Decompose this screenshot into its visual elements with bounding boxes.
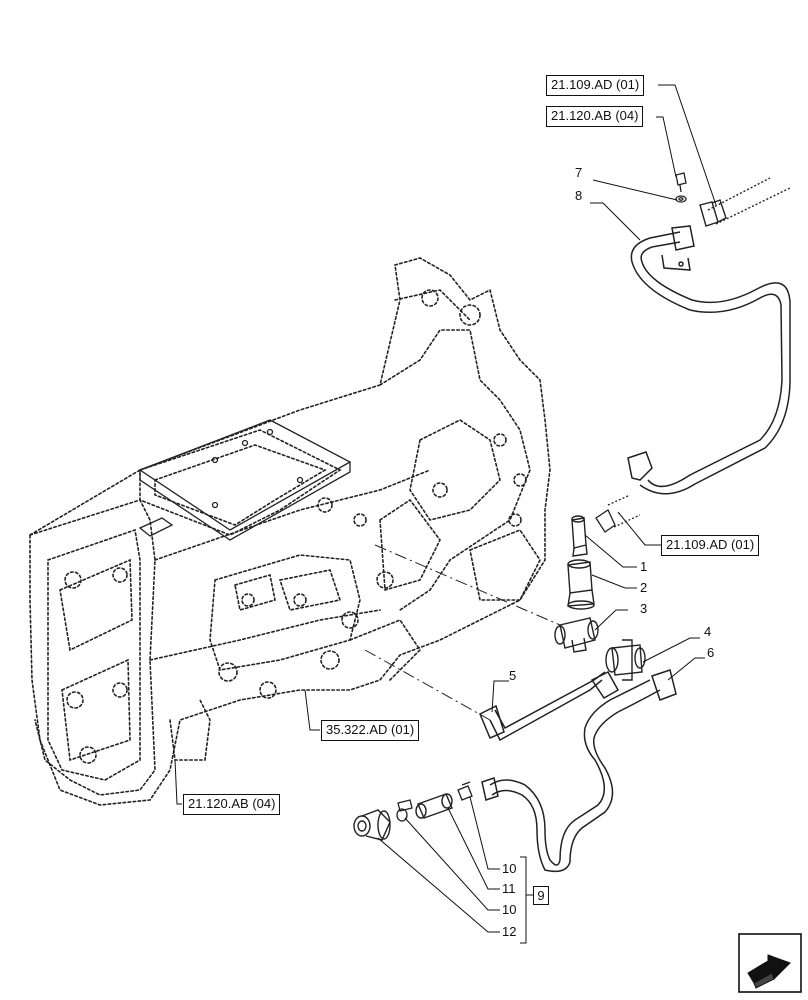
reference-box-21-109-ad-01-top[interactable]: 21.109.AD (01) bbox=[546, 75, 645, 96]
callout-9-boxed: 9 bbox=[533, 886, 549, 905]
transmission-housing bbox=[29, 257, 551, 806]
reference-pipe-middle bbox=[595, 494, 641, 533]
callout-11: 11 bbox=[502, 881, 516, 896]
callout-12: 12 bbox=[502, 924, 517, 939]
fitting-item-2 bbox=[567, 559, 595, 610]
fitting-item-10 bbox=[457, 781, 473, 801]
callout-2: 2 bbox=[640, 580, 648, 595]
callout-3: 3 bbox=[640, 601, 648, 616]
callout-5: 5 bbox=[509, 668, 517, 683]
callout-4: 4 bbox=[704, 624, 712, 639]
tee-fitting-item-3 bbox=[554, 617, 599, 653]
seal-item-10 bbox=[396, 799, 413, 822]
callout-1: 1 bbox=[640, 559, 648, 574]
reference-box-35-322-ad-01[interactable]: 35.322.AD (01) bbox=[321, 720, 420, 741]
center-line-lower bbox=[364, 649, 491, 721]
callout-10-lower: 10 bbox=[502, 902, 517, 917]
callout-8: 8 bbox=[575, 188, 583, 203]
callout-7: 7 bbox=[575, 165, 583, 180]
bolt-item-7 bbox=[675, 172, 687, 203]
hose-coupler-item-12 bbox=[353, 809, 391, 841]
reference-box-21-120-ab-04-bottom[interactable]: 21.120.AB (04) bbox=[183, 794, 281, 815]
adapter-item-11 bbox=[415, 793, 453, 819]
callout-6: 6 bbox=[707, 645, 715, 660]
pipe-item-6 bbox=[481, 669, 677, 873]
reference-box-21-109-ad-01-middle[interactable]: 21.109.AD (01) bbox=[661, 535, 760, 556]
pipe-item-8 bbox=[627, 225, 791, 495]
leader-lines bbox=[174, 84, 717, 944]
pipe-item-5 bbox=[479, 671, 620, 742]
center-line-upper bbox=[374, 544, 561, 626]
tee-fitting-item-4 bbox=[605, 639, 646, 681]
reference-pipe-top bbox=[699, 177, 791, 227]
reference-box-21-120-ab-04-top[interactable]: 21.120.AB (04) bbox=[546, 106, 644, 127]
adapter-item-1 bbox=[571, 515, 588, 557]
callout-10-upper: 10 bbox=[502, 861, 517, 876]
next-page-nav-button[interactable] bbox=[738, 933, 802, 993]
top-cover-plate bbox=[138, 419, 352, 541]
arrow-next-page-icon bbox=[738, 933, 802, 993]
